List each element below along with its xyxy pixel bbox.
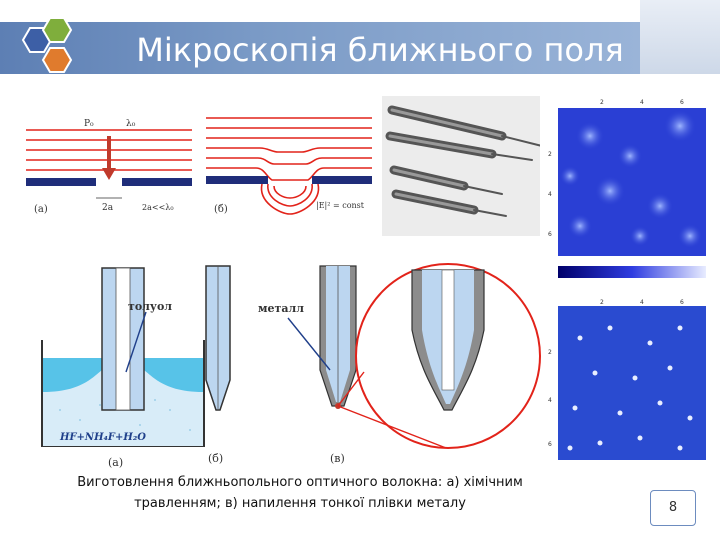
svg-text:2: 2 xyxy=(548,151,552,158)
page-number: 8 xyxy=(650,490,696,526)
field-diagram: (б) |E|² = const xyxy=(202,98,376,230)
condition-label: 2a<<λ₀ xyxy=(142,203,174,212)
page-title: Мікроскопія ближнього поля xyxy=(136,31,624,69)
svg-text:6: 6 xyxy=(548,231,552,238)
svg-text:4: 4 xyxy=(640,299,644,306)
caption-line-2: травленням; в) напилення тонкої плівки м… xyxy=(134,496,466,511)
gap-label: 2a xyxy=(102,203,114,213)
svg-text:6: 6 xyxy=(548,441,552,448)
svg-text:2: 2 xyxy=(600,99,604,106)
solution-label: HF+NH₄F+H₂O xyxy=(59,432,146,443)
toluene-label: толуол xyxy=(128,300,172,313)
svg-text:2: 2 xyxy=(548,349,552,356)
label-v: (в) xyxy=(330,452,345,465)
wavelength-label: λ₀ xyxy=(126,119,136,129)
arrow-down-icon xyxy=(102,168,116,180)
afm-image-bottom: 2 4 6 2 4 6 xyxy=(540,298,712,466)
afm-image-top: 2 4 6 2 4 6 xyxy=(540,96,712,288)
screen-right xyxy=(122,178,192,186)
fiber-etching-diagram: HF+NH₄F+H₂O толуол (а) (б) металл (в) xyxy=(41,263,541,469)
figure-caption: Виготовлення ближньопольного оптичного в… xyxy=(40,472,560,514)
fiber-tips-photo xyxy=(382,96,552,236)
screen-left xyxy=(26,178,96,186)
hexagon-orange xyxy=(41,47,73,73)
svg-text:4: 4 xyxy=(640,99,644,106)
panel-label-a: (а) xyxy=(34,204,48,215)
svg-text:6: 6 xyxy=(680,99,684,106)
title-bar xyxy=(0,22,640,74)
panel-label-b: (б) xyxy=(214,204,228,215)
intensity-label: |E|² = const xyxy=(316,201,365,210)
screen-right xyxy=(312,176,372,184)
hexagon-green xyxy=(41,17,73,43)
svg-text:4: 4 xyxy=(548,397,552,404)
label-a: (а) xyxy=(108,456,123,469)
svg-text:4: 4 xyxy=(548,191,552,198)
aperture-diagram: P₀ λ₀ (а) 2a 2a<<λ₀ xyxy=(22,98,196,230)
svg-text:2: 2 xyxy=(600,299,604,306)
power-label: P₀ xyxy=(84,119,94,129)
hexagon-logo-icon xyxy=(21,17,73,73)
screen-left xyxy=(206,176,268,184)
caption-line-1: Виготовлення ближньопольного оптичного в… xyxy=(77,475,523,490)
title-bar-corner xyxy=(640,0,720,74)
label-b: (б) xyxy=(208,452,223,465)
svg-text:6: 6 xyxy=(680,299,684,306)
metal-label: металл xyxy=(258,302,304,315)
